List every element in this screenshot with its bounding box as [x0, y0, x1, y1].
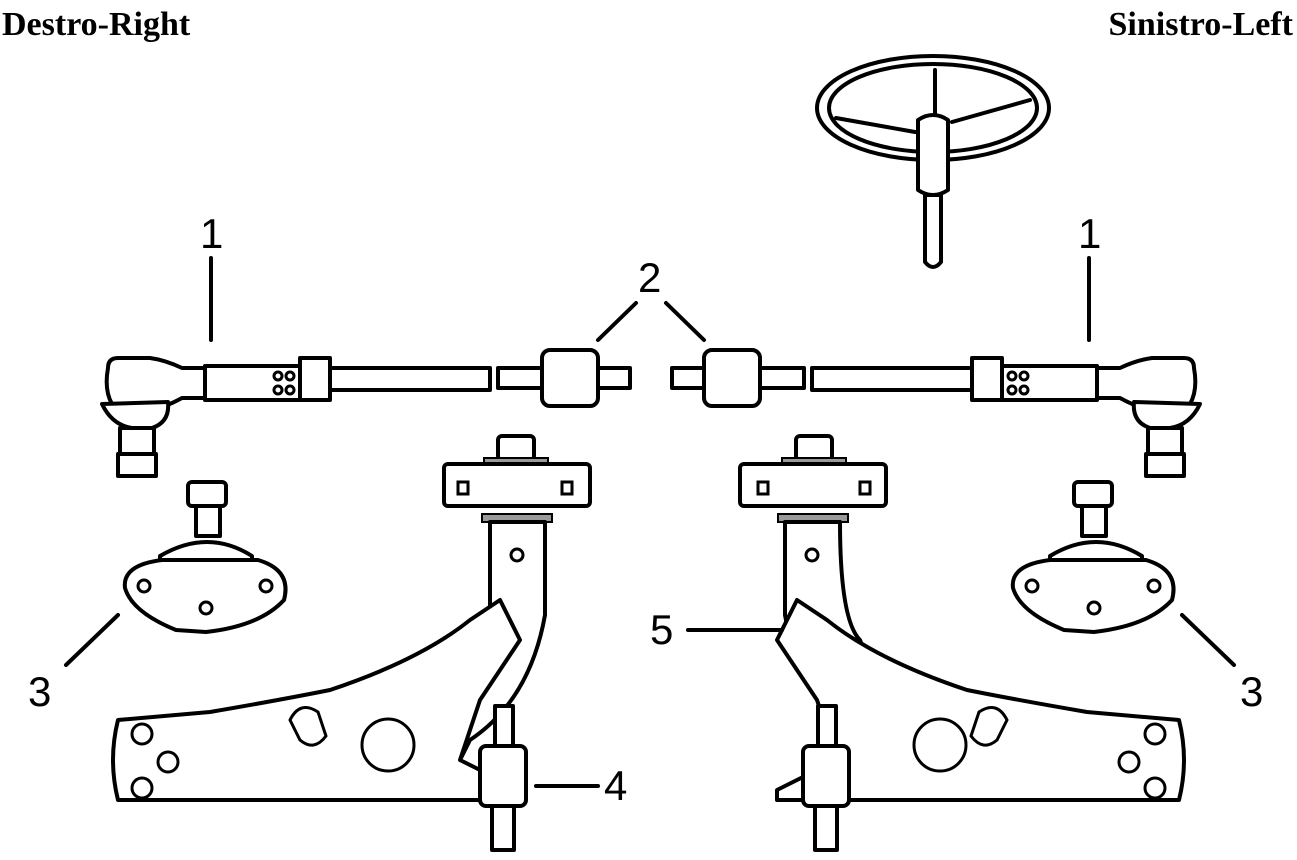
callout-1-left: 1	[1078, 210, 1101, 257]
tie-rod-end-right	[100, 356, 492, 478]
rear-bushing-right	[478, 704, 528, 852]
callout-4: 4	[604, 762, 627, 809]
control-arm-right	[111, 434, 592, 802]
leader-lines	[64, 256, 1236, 788]
callout-3-left: 3	[1240, 668, 1263, 715]
ball-joint-right	[122, 480, 288, 634]
inner-tie-rod-left	[670, 348, 806, 408]
ball-joint-left	[1010, 480, 1176, 634]
callout-1-right: 1	[200, 210, 223, 257]
callout-3-right: 3	[28, 668, 51, 715]
title-sinistro-left: Sinistro-Left	[1108, 6, 1293, 43]
rear-bushing-left	[801, 704, 851, 852]
callout-2: 2	[638, 254, 661, 301]
inner-tie-rod-right	[496, 348, 632, 408]
callout-5: 5	[650, 606, 673, 653]
tie-rod-end-left	[810, 356, 1202, 478]
steering-wheel	[815, 54, 1051, 269]
title-destro-right: Destro-Right	[2, 6, 191, 43]
control-arm-left	[738, 434, 1186, 802]
